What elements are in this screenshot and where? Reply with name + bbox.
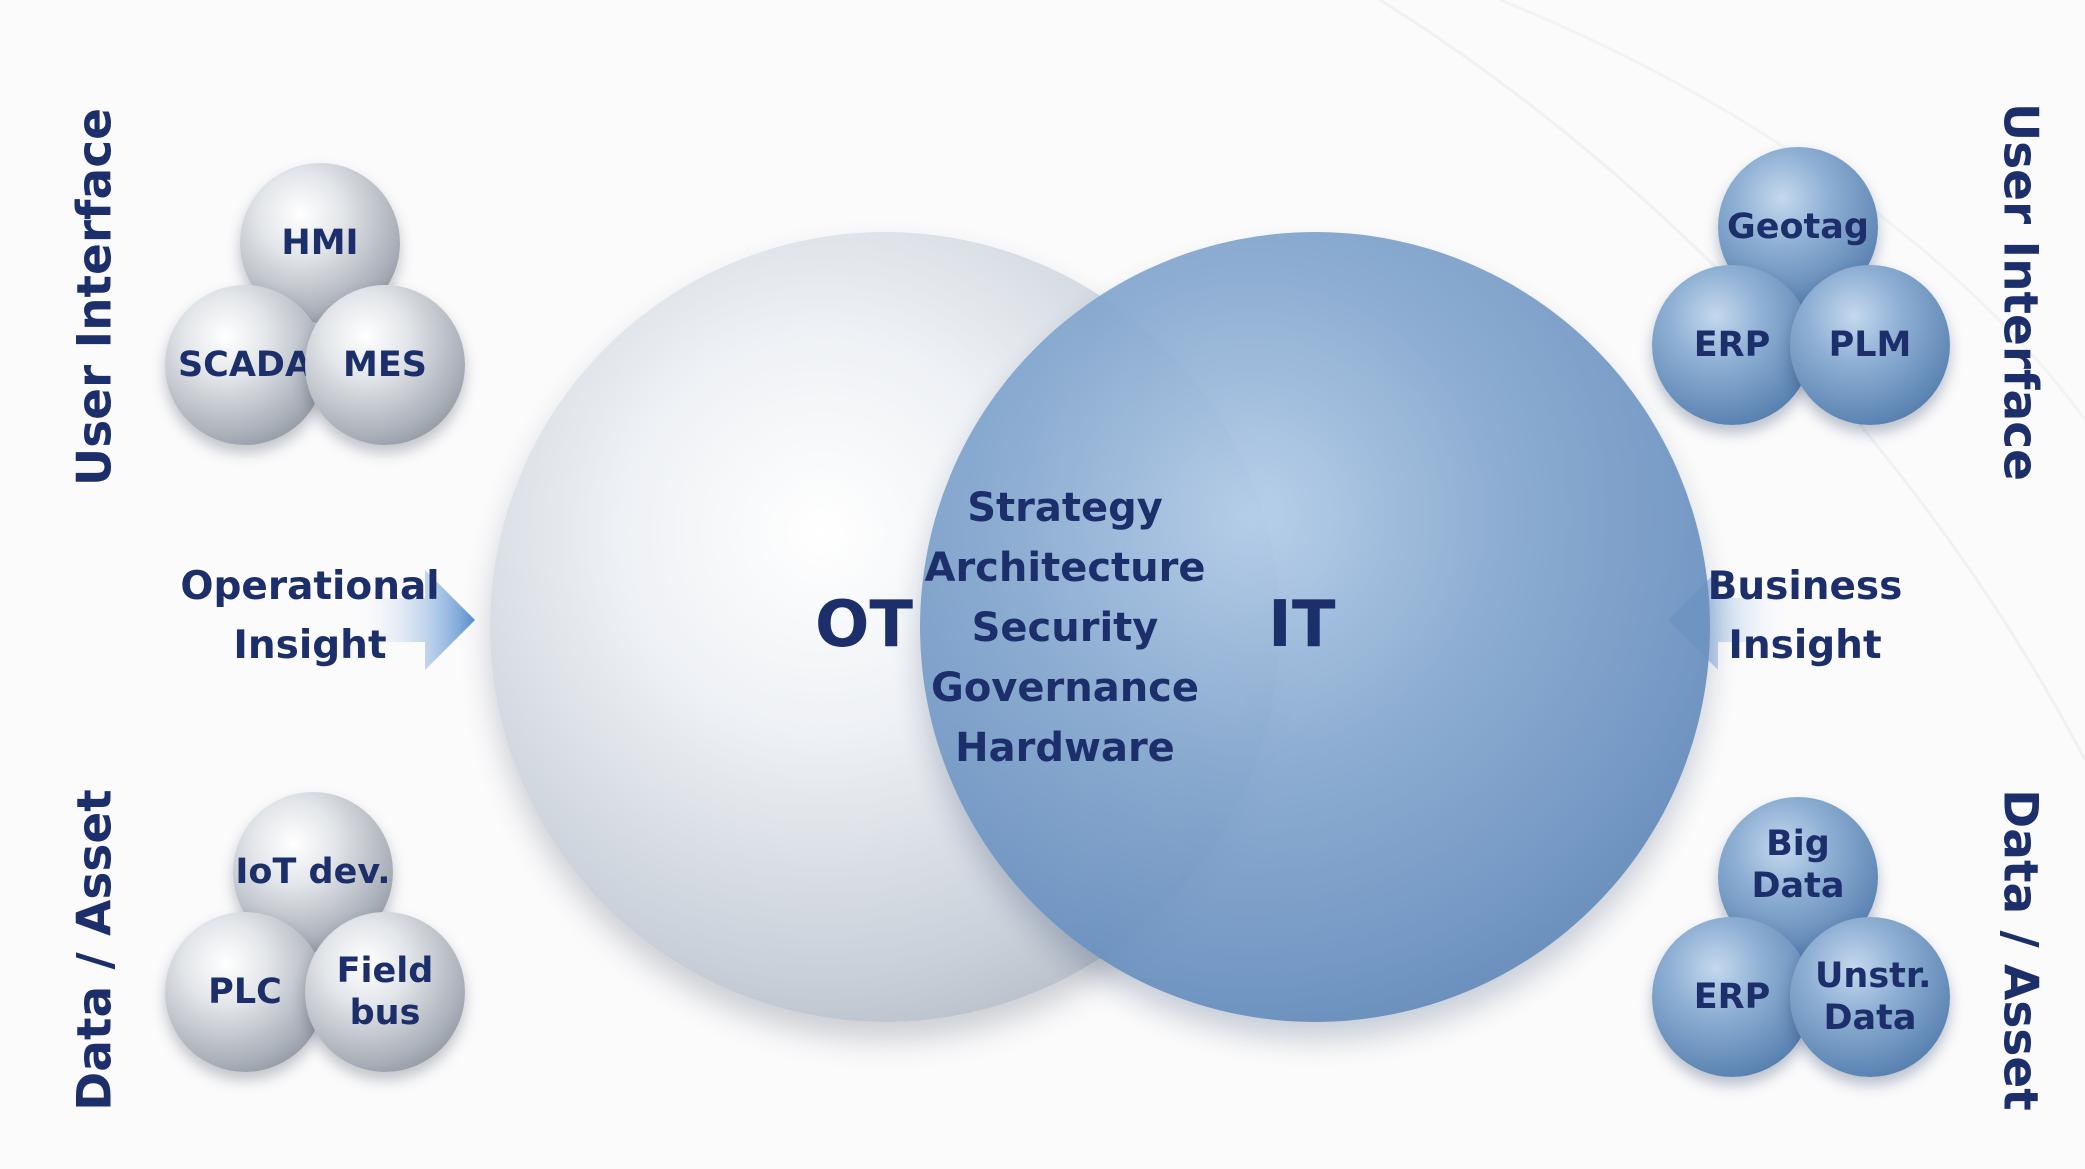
right-data-asset-label: Data / Asset bbox=[1992, 789, 2048, 1111]
ot-label: OT bbox=[815, 588, 914, 662]
it-label: IT bbox=[1268, 588, 1336, 662]
sphere-plc: PLC bbox=[165, 912, 325, 1072]
shared-item: Strategy bbox=[967, 485, 1163, 531]
sphere-erp-top: ERP bbox=[1652, 265, 1812, 425]
shared-item: Architecture bbox=[924, 545, 1206, 591]
shared-topics-list: Strategy Architecture Security Governanc… bbox=[915, 478, 1215, 778]
sphere-unstr-data-label: Unstr. Data bbox=[1815, 956, 1932, 1038]
shared-item: Hardware bbox=[955, 725, 1175, 771]
sphere-mes: MES bbox=[305, 285, 465, 445]
right-arrow-icon bbox=[350, 570, 475, 670]
shared-item: Governance bbox=[930, 665, 1200, 711]
left-user-interface-label: User Interface bbox=[67, 108, 123, 486]
sphere-field-bus: Field bus bbox=[305, 912, 465, 1072]
sphere-hmi: HMI bbox=[240, 163, 400, 323]
sphere-scada: SCADA bbox=[165, 285, 325, 445]
sphere-plm: PLM bbox=[1790, 265, 1950, 425]
sphere-big-data-label: Big Data bbox=[1751, 824, 1845, 906]
it-sphere bbox=[920, 232, 1710, 1022]
shared-item: Security bbox=[971, 605, 1159, 651]
sphere-erp-bottom: ERP bbox=[1652, 917, 1812, 1077]
sphere-unstr-data: Unstr. Data bbox=[1790, 917, 1950, 1077]
left-data-asset-label: Data / Asset bbox=[67, 789, 123, 1111]
right-user-interface-label: User Interface bbox=[1992, 103, 2048, 481]
